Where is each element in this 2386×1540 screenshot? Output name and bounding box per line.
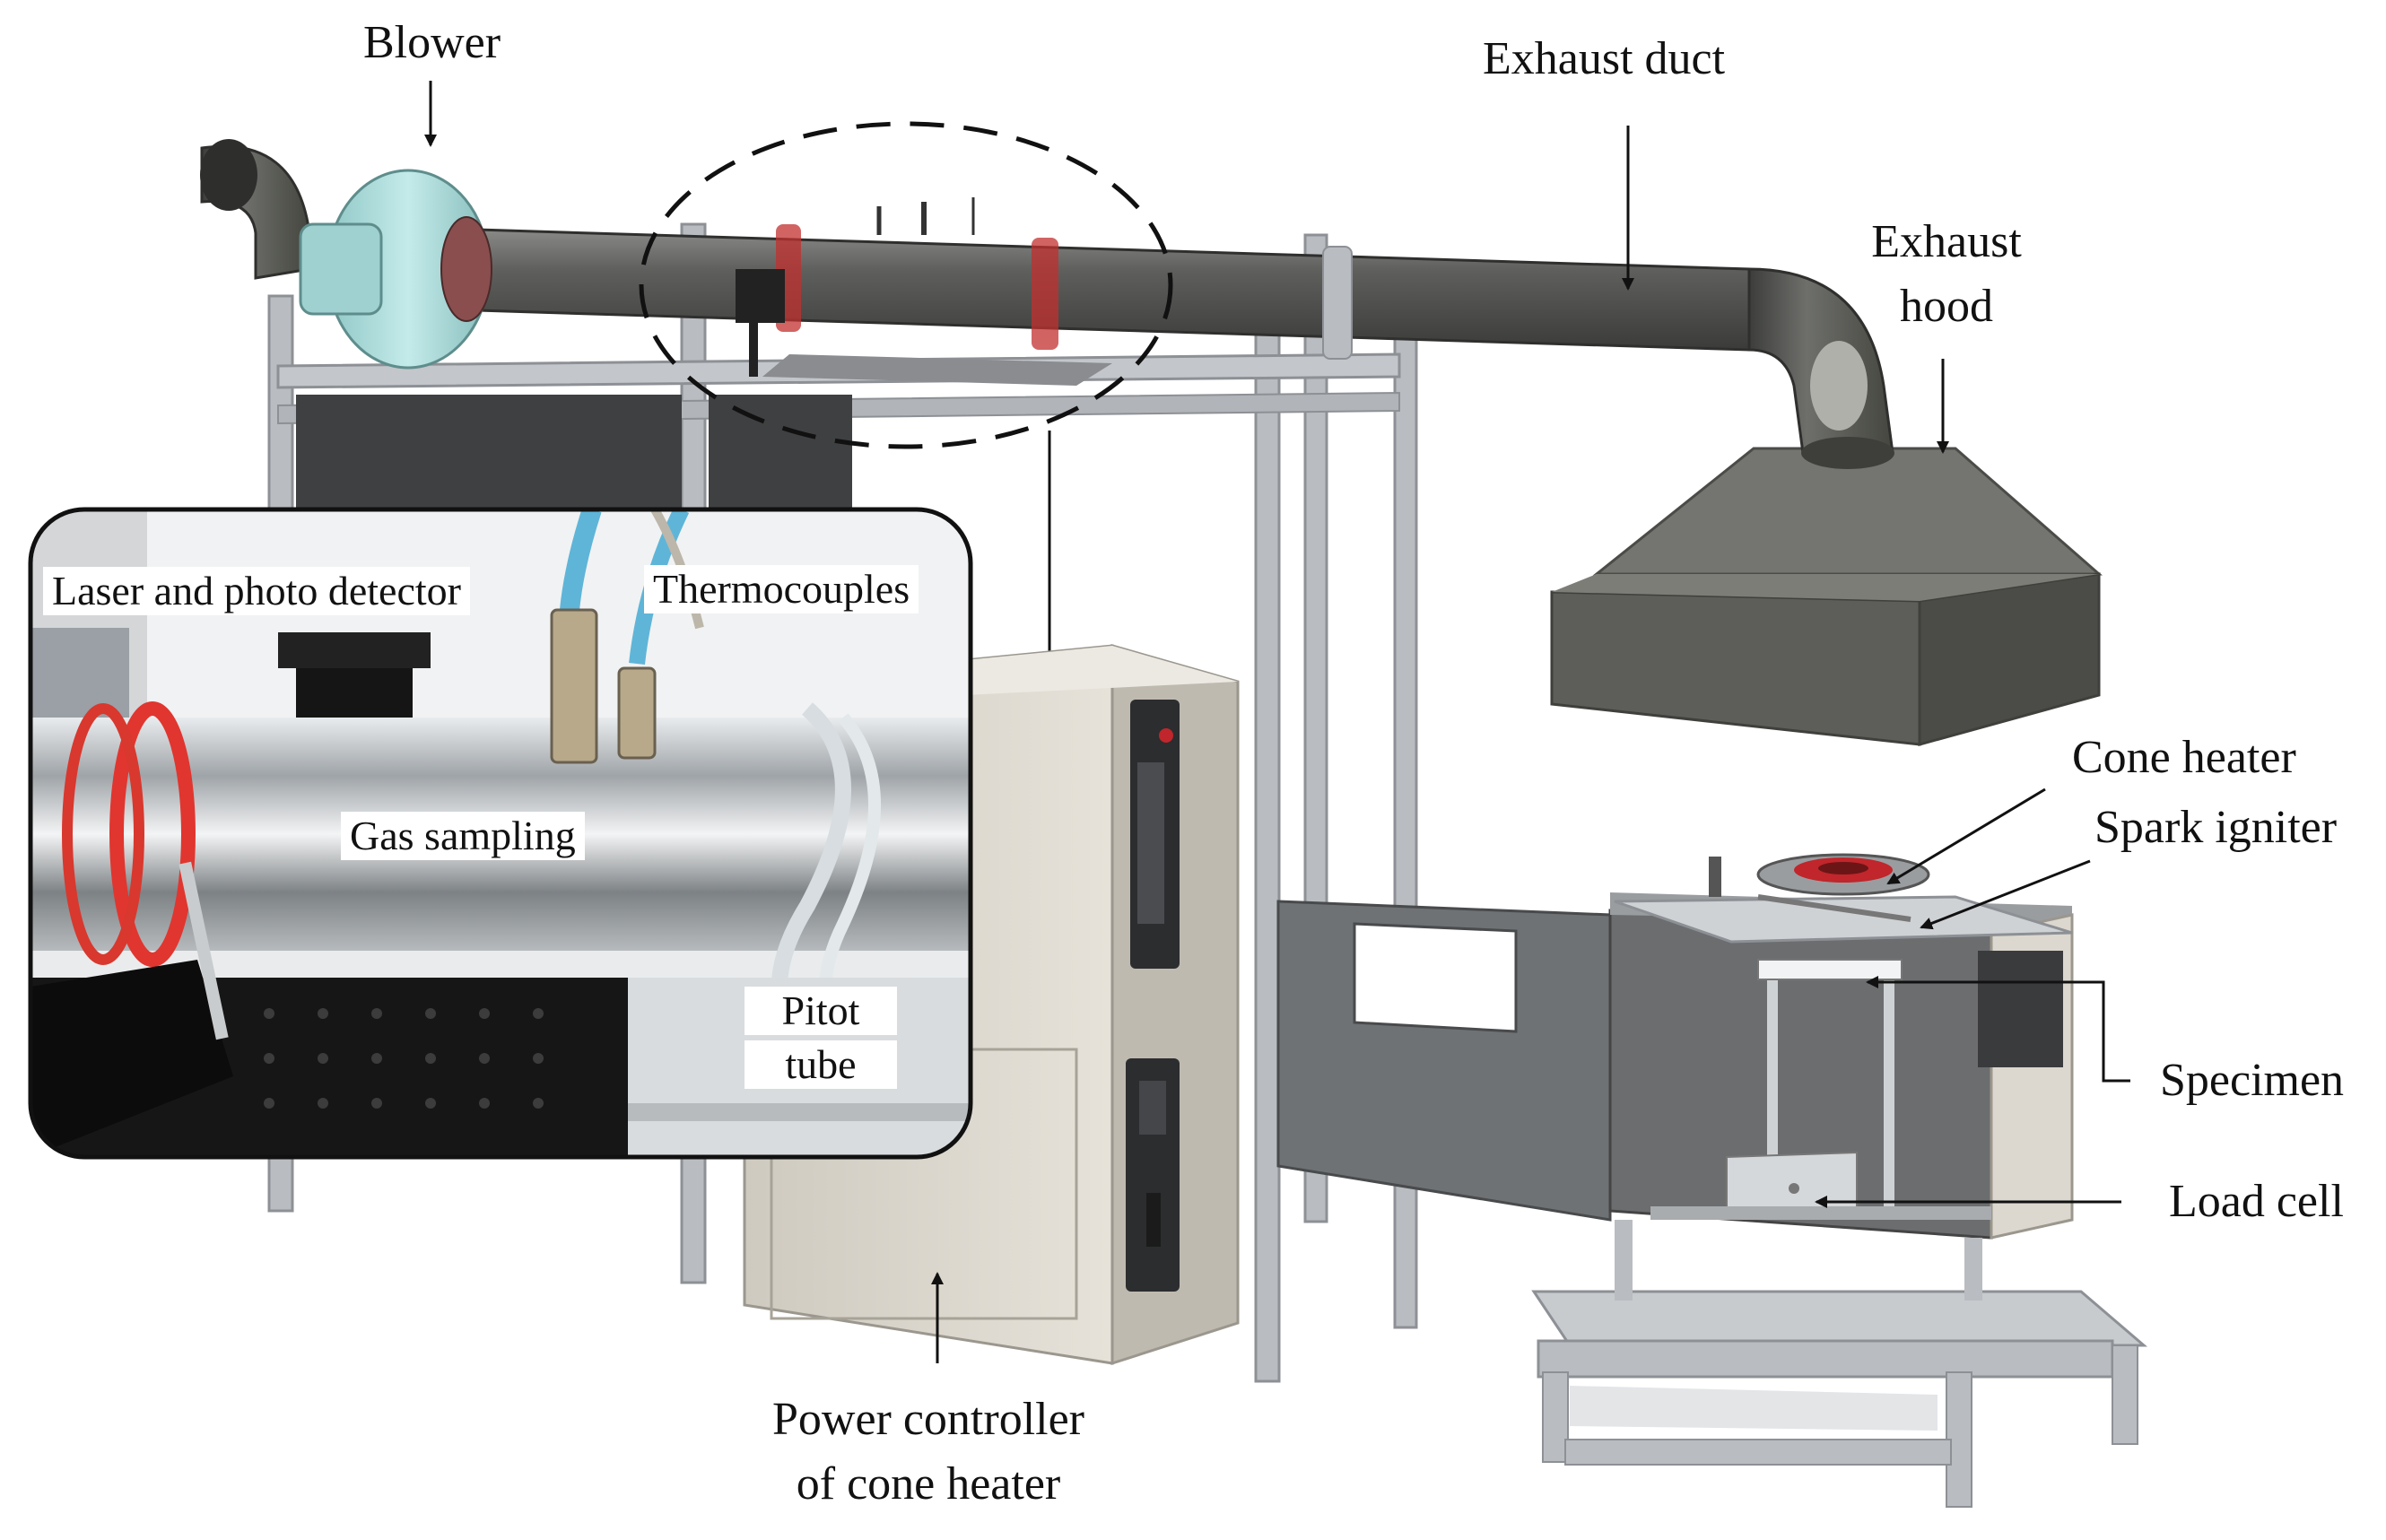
cone-calorimeter-side-panel (1276, 900, 1612, 1222)
cone-heater-label: Cone heater (2072, 732, 2296, 783)
thermocouples-label: Thermocouples (644, 565, 919, 613)
exhaust-hood (1550, 447, 2103, 746)
annotation-arrows (424, 81, 2130, 1363)
exhaust-hood-label-line1: Exhaust (1871, 216, 2022, 267)
spark-igniter-arrow (1920, 859, 2091, 930)
exhaust-duct (200, 139, 1894, 469)
blower-label: Blower (363, 17, 501, 68)
gas-sampling-label: Gas sampling (341, 812, 585, 860)
power-controller-label-line2: of cone heater (796, 1458, 1061, 1510)
cone-heater-arrow (1886, 787, 2046, 885)
spark-igniter-label: Spark igniter (2094, 802, 2338, 853)
power-controller-label-line1: Power controller (771, 1394, 1084, 1445)
load-cell-label: Load cell (2169, 1176, 2344, 1227)
exhaust-hood-label-line2: hood (1900, 281, 1993, 332)
specimen-label: Specimen (2160, 1055, 2345, 1106)
laser-photo-detector-label: Laser and photo detector (43, 567, 470, 615)
pitot-tube-label-line2: tube (745, 1040, 897, 1089)
specimen-arrow (1866, 976, 2130, 1083)
pitot-tube-label-line1: Pitot (745, 987, 897, 1035)
cone-calorimeter (1531, 853, 2148, 1508)
exhaust-duct-label: Exhaust duct (1483, 33, 1726, 84)
sensor-zone-outline (639, 121, 1173, 449)
blower (299, 169, 492, 370)
